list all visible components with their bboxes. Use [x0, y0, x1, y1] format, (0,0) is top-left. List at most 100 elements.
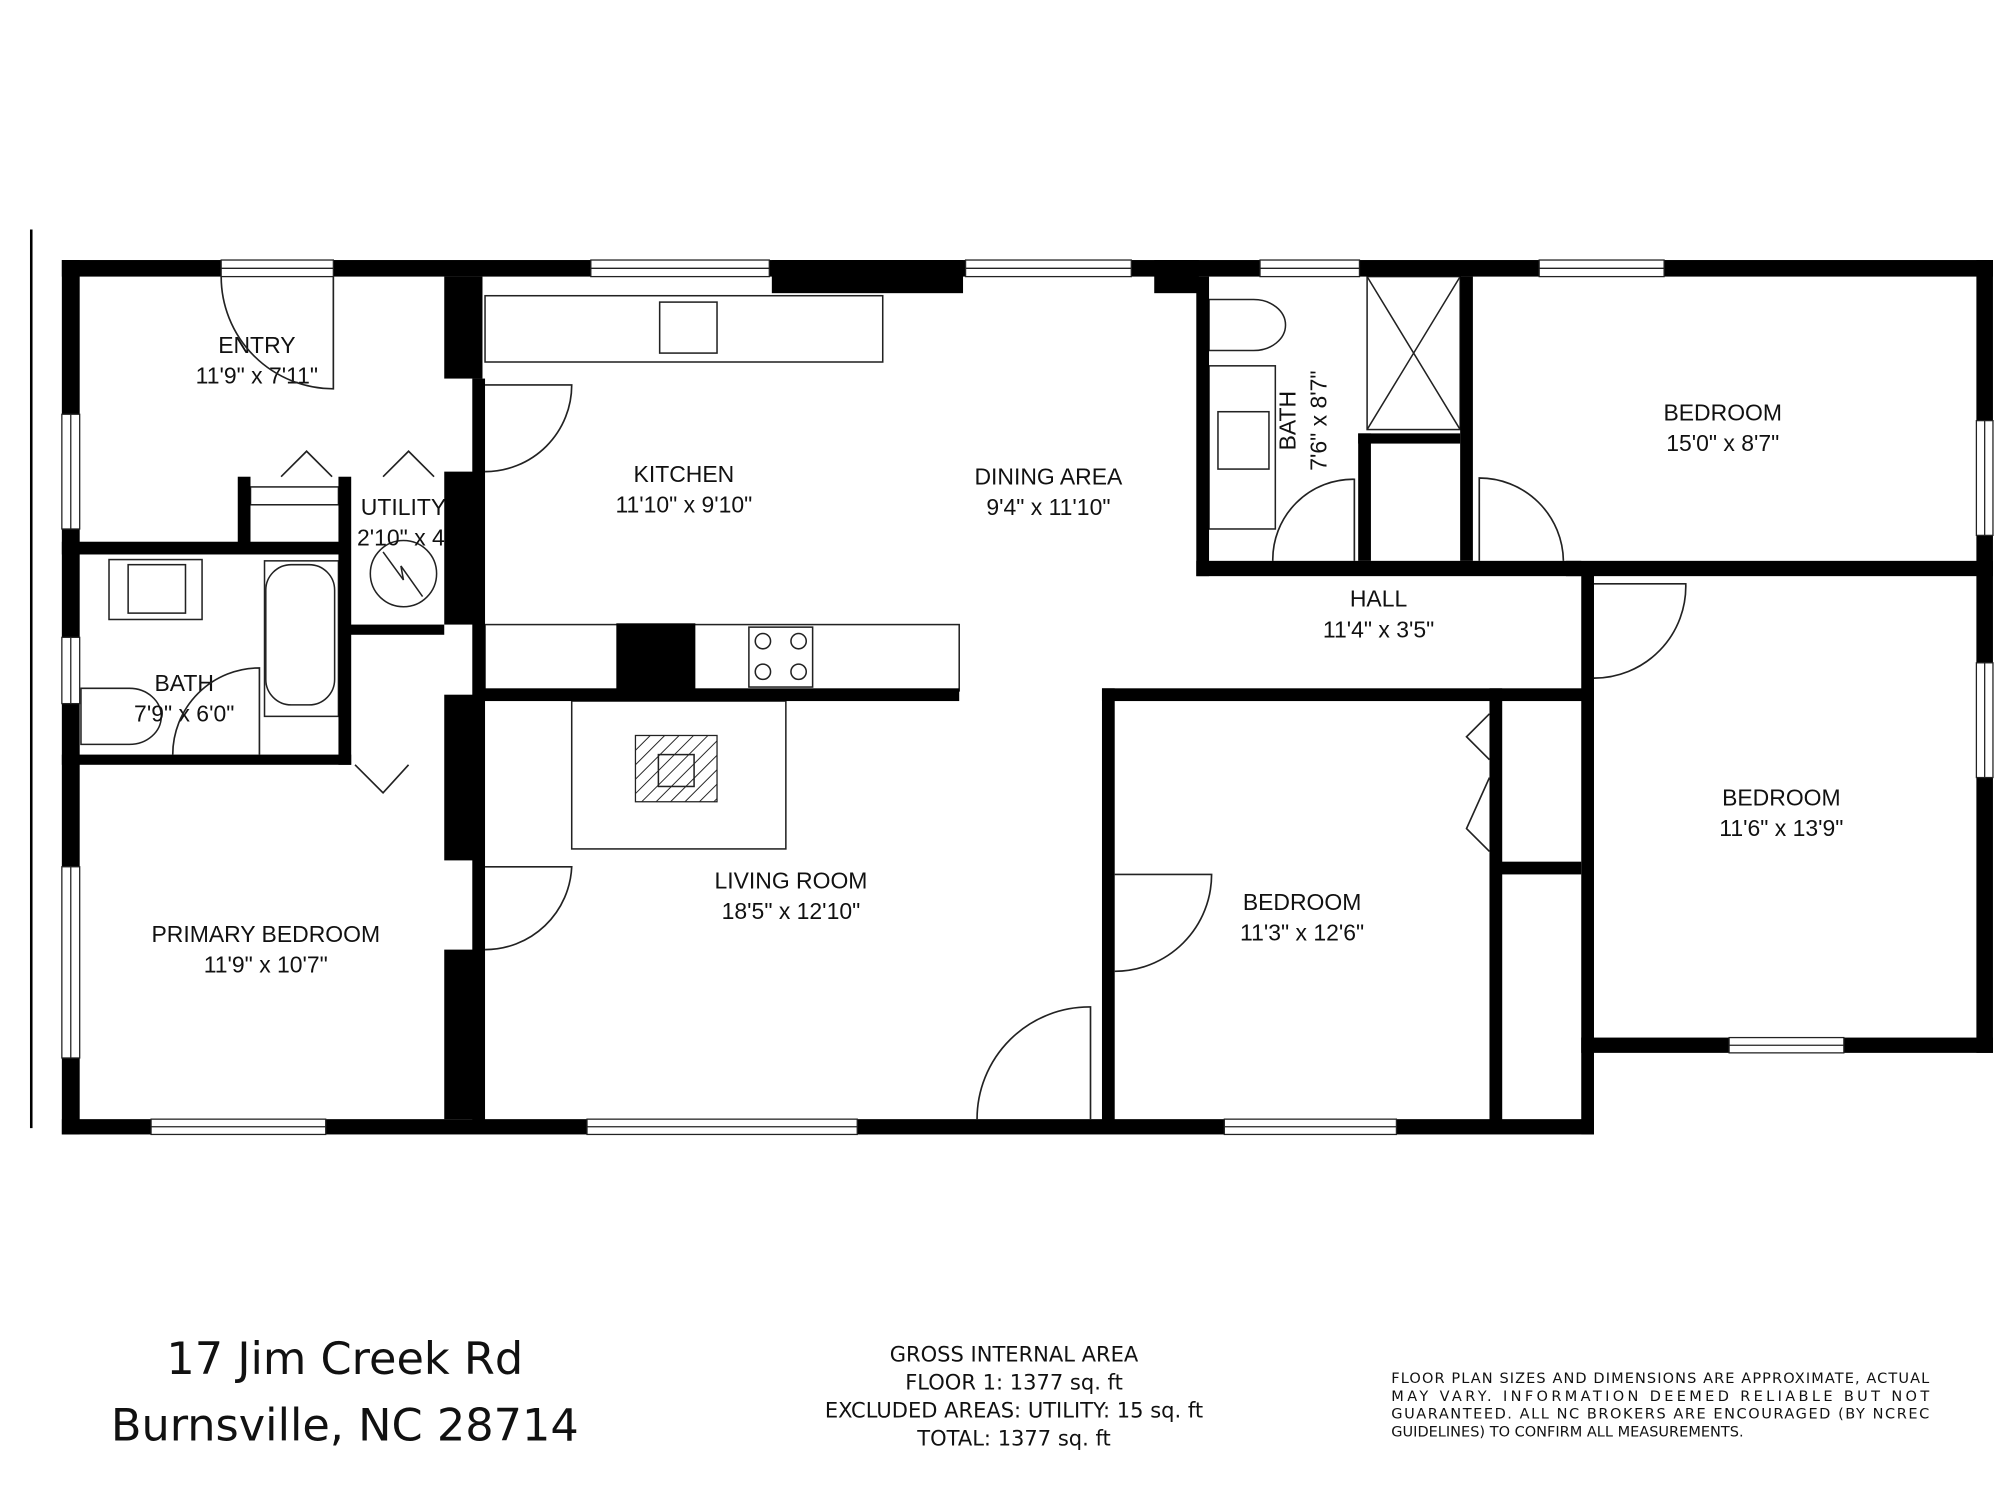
wall: [61, 541, 345, 555]
svg-text:BATH: BATH: [1275, 391, 1301, 450]
door-swing: [1465, 713, 1491, 853]
room-hall: HALL 11'4" x 3'5": [1323, 586, 1434, 643]
svg-text:9'4" x 11'10": 9'4" x 11'10": [986, 494, 1110, 520]
toilet-icon-2: [1208, 298, 1287, 352]
cooktop-icon: [748, 626, 814, 688]
address-line-2: Burnsville, NC 28714: [111, 1399, 579, 1451]
svg-text:UTILITY: UTILITY: [361, 494, 446, 520]
area-excluded: EXCLUDED AREAS: UTILITY: 15 sq. ft: [825, 1397, 1203, 1422]
wall: [1101, 688, 1115, 1122]
door-swing: [220, 276, 335, 390]
wall: [1565, 560, 1993, 577]
area-summary: GROSS INTERNAL AREA FLOOR 1: 1377 sq. ft…: [825, 1341, 1203, 1450]
svg-text:KITCHEN: KITCHEN: [634, 461, 735, 487]
wall: [444, 694, 483, 861]
wall: [1492, 861, 1582, 875]
room-bedroom-right: BEDROOM 11'6" x 13'9": [1719, 785, 1843, 842]
svg-text:7'9" x 6'0": 7'9" x 6'0": [134, 700, 234, 726]
svg-text:BEDROOM: BEDROOM: [1722, 785, 1841, 811]
wall: [61, 754, 352, 765]
wall: [1196, 560, 1582, 577]
door-swing: [1271, 478, 1356, 561]
address: 17 Jim Creek Rd Burnsville, NC 28714: [111, 1333, 579, 1451]
doors: [171, 276, 1687, 1120]
wall: [771, 260, 964, 294]
svg-text:11'9" x 7'11": 11'9" x 7'11": [196, 363, 318, 389]
kitchen-sink-icon: [658, 301, 718, 354]
room-dining-area: DINING AREA 9'4" x 11'10": [975, 463, 1124, 520]
svg-text:11'6" x 13'9": 11'6" x 13'9": [1719, 815, 1843, 841]
wall: [1460, 276, 1473, 561]
wall: [444, 471, 483, 625]
svg-text:HALL: HALL: [1350, 586, 1407, 612]
wall: [1196, 276, 1210, 577]
door-swing: [1593, 582, 1687, 679]
wall: [1976, 260, 1993, 1053]
svg-text:LIVING ROOM: LIVING ROOM: [714, 867, 867, 893]
door-swing: [280, 450, 435, 478]
room-bath: BATH 7'9" x 6'0": [134, 670, 234, 727]
closet-shelf: [249, 486, 340, 506]
room-kitchen: KITCHEN 11'10" x 9'10": [615, 461, 752, 518]
disclaimer: FLOOR PLAN SIZES AND DIMENSIONS ARE APPR…: [1391, 1371, 1930, 1441]
svg-text:BEDROOM: BEDROOM: [1243, 889, 1362, 915]
wall: [482, 688, 960, 702]
room-utility: UTILITY 2'10" x 4: [357, 494, 446, 551]
svg-text:GUIDELINES) TO CONFIRM ALL MEA: GUIDELINES) TO CONFIRM ALL MEASUREMENTS.: [1391, 1425, 1743, 1441]
wall: [338, 624, 445, 635]
wall: [444, 276, 483, 379]
vanity-icon: [108, 558, 203, 621]
bathtub-icon: [263, 560, 340, 718]
svg-text:11'10" x 9'10": 11'10" x 9'10": [615, 491, 752, 517]
svg-text:MAY VARY. INFORMATION DEEMED R: MAY VARY. INFORMATION DEEMED RELIABLE BU…: [1391, 1389, 1929, 1405]
svg-text:FLOOR PLAN SIZES AND DIMENSION: FLOOR PLAN SIZES AND DIMENSIONS ARE APPR…: [1391, 1371, 1930, 1387]
svg-text:GUARANTEED. ALL NC BROKERS ARE: GUARANTEED. ALL NC BROKERS ARE ENCOURAGE…: [1391, 1407, 1929, 1423]
svg-text:15'0" x 8'7": 15'0" x 8'7": [1666, 430, 1779, 456]
door-swing: [171, 667, 261, 755]
wall: [444, 949, 483, 1120]
door-swing: [485, 865, 573, 951]
room-living-room: LIVING ROOM 18'5" x 12'10": [714, 867, 867, 924]
room-primary-bedroom: PRIMARY BEDROOM 11'9" x 10'7": [152, 921, 381, 978]
door-swing: [1114, 873, 1213, 973]
windows: [61, 259, 1994, 1136]
room-bedroom-middle: BEDROOM 11'3" x 12'6": [1240, 889, 1364, 946]
door-swing: [485, 384, 573, 473]
wall: [1358, 433, 1461, 444]
svg-text:2'10" x 4: 2'10" x 4: [357, 525, 445, 551]
toilet-icon: [80, 687, 163, 746]
svg-text:11'3" x 12'6": 11'3" x 12'6": [1240, 920, 1364, 946]
svg-text:PRIMARY BEDROOM: PRIMARY BEDROOM: [152, 921, 381, 947]
svg-text:DINING AREA: DINING AREA: [975, 463, 1124, 489]
wall: [1489, 688, 1503, 1122]
wall: [1154, 260, 1199, 294]
svg-text:11'9" x 10'7": 11'9" x 10'7": [204, 952, 328, 978]
svg-text:18'5" x 12'10": 18'5" x 12'10": [722, 898, 861, 924]
door-swing: [1478, 477, 1565, 561]
svg-text:ENTRY: ENTRY: [218, 332, 295, 358]
svg-text:7'6" x 8'7": 7'6" x 8'7": [1305, 370, 1331, 470]
wall: [1581, 573, 1594, 1135]
svg-text:BATH: BATH: [154, 670, 213, 696]
kitchen-counter: [484, 294, 884, 363]
address-line-1: 17 Jim Creek Rd: [166, 1333, 523, 1385]
wall: [616, 623, 696, 695]
svg-text:BEDROOM: BEDROOM: [1663, 400, 1782, 426]
water-heater-icon: [369, 539, 438, 608]
door-swing: [354, 764, 410, 795]
wall: [338, 476, 352, 765]
room-entry: ENTRY 11'9" x 7'11": [196, 332, 318, 389]
wall: [1101, 688, 1594, 702]
counter-island: [484, 623, 960, 692]
area-title: GROSS INTERNAL AREA: [890, 1341, 1139, 1366]
area-total: TOTAL: 1377 sq. ft: [916, 1425, 1111, 1450]
fireplace-icon: [634, 734, 718, 803]
wall: [237, 476, 251, 549]
walls: [61, 260, 1993, 1135]
svg-text:11'4" x 3'5": 11'4" x 3'5": [1323, 616, 1434, 642]
room-bedroom-top-right: BEDROOM 15'0" x 8'7": [1663, 400, 1782, 457]
room-labels: ENTRY 11'9" x 7'11" KITCHEN 11'10" x 9'10"…: [134, 332, 1843, 977]
vanity-icon-2: [1208, 365, 1277, 530]
